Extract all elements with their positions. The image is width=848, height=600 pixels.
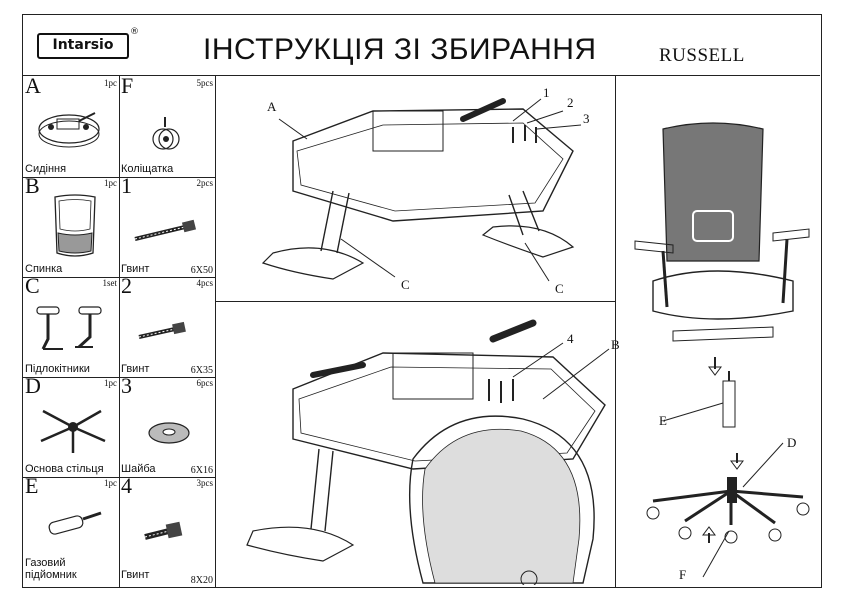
step2-label: B (611, 337, 620, 352)
part-quantity: 1pc (104, 478, 117, 488)
part-quantity: 4pcs (196, 278, 214, 288)
part-letter: F (121, 73, 134, 98)
seat-mechanism-icon (38, 112, 100, 148)
part-name: Гвинт (121, 569, 150, 581)
part-letter: 1 (121, 173, 132, 198)
step1-label: 1 (543, 85, 550, 100)
part-screw-4: 4 3pcs Гвинт 8X20 (119, 473, 215, 587)
model-name: RUSSELL (659, 45, 745, 66)
part-letter: 3 (121, 373, 132, 398)
step2-label: 4 (567, 331, 574, 346)
part-quantity: 1pc (104, 178, 117, 188)
step1-label: A (267, 99, 277, 114)
part-name: Гвинт (121, 263, 150, 275)
part-quantity: 2pcs (196, 178, 214, 188)
step2-illustration (246, 319, 610, 585)
part-letter: C (25, 273, 40, 298)
registered-mark: ® (130, 27, 139, 37)
step3-label: E (659, 413, 667, 428)
short-screw-icon (144, 521, 183, 540)
part-casters: F 5pcs Коліщатка (119, 73, 215, 177)
logo-text: Intarsio (37, 33, 129, 59)
step1-label: 3 (583, 111, 590, 126)
step-divider (215, 301, 615, 302)
step3-label: D (787, 435, 797, 450)
part-seat: A 1pc Сидіння (23, 73, 119, 177)
parts-row-divider (23, 377, 215, 378)
part-screw-2: 2 4pcs Гвинт 6X35 (119, 273, 215, 377)
part-size: 8X20 (190, 575, 213, 586)
part-name: Спинка (25, 263, 63, 275)
part-gas-lift: E 1pc Газовий підйомник (23, 473, 119, 587)
parts-row-divider (23, 477, 215, 478)
part-armrests: C 1set Підлокітники (23, 273, 119, 377)
part-name: Сидіння (25, 163, 67, 175)
parts-panel-divider (215, 75, 216, 587)
gas-lift-icon (48, 511, 102, 535)
part-name: Коліщатка (121, 163, 174, 175)
part-washer: 3 6pcs Шайба 6X16 (119, 373, 215, 477)
step3-divider (615, 75, 616, 587)
part-quantity: 1pc (104, 78, 117, 88)
step1-label: C (555, 281, 564, 296)
brand-logo: Intarsio ® (37, 27, 139, 65)
part-name: Підлокітники (25, 363, 90, 375)
part-size: 6X35 (190, 365, 213, 376)
step1-label: 2 (567, 95, 574, 110)
chair-base-icon (40, 409, 106, 453)
caster-wheel-icon (152, 117, 180, 150)
part-quantity: 1set (102, 278, 118, 288)
backrest-icon (54, 194, 96, 257)
part-quantity: 1pc (104, 378, 117, 388)
part-quantity: 6pcs (196, 378, 214, 388)
part-letter: 2 (121, 273, 132, 298)
part-name: Шайба (121, 463, 156, 475)
step1-label: C (401, 277, 410, 292)
part-letter: E (25, 473, 39, 498)
step3-label: F (679, 567, 687, 582)
parts-column-divider (119, 75, 120, 587)
part-name: Газовий підйомник (25, 557, 77, 581)
step1-illustration (261, 98, 582, 282)
part-letter: D (25, 373, 41, 398)
part-quantity: 5pcs (196, 78, 214, 88)
washer-icon (148, 422, 190, 444)
part-letter: A (25, 73, 41, 98)
step3-illustration (634, 122, 810, 578)
instruction-sheet: Intarsio ® ІНСТРУКЦІЯ ЗІ ЗБИРАННЯ RUSSEL… (22, 14, 822, 588)
part-size: 6X50 (190, 265, 213, 276)
long-screw-icon (134, 219, 197, 241)
part-screw-1: 1 2pcs Гвинт 6X50 (119, 173, 215, 277)
part-letter: 4 (121, 473, 132, 498)
page-title: ІНСТРУКЦІЯ ЗІ ЗБИРАННЯ (203, 33, 597, 66)
armrests-icon (36, 306, 102, 350)
part-size: 6X16 (190, 465, 213, 476)
screw-icon (138, 321, 186, 339)
part-backrest: B 1pc Спинка (23, 173, 119, 277)
part-chair-base: D 1pc Основа стільця (23, 373, 119, 477)
part-letter: B (25, 173, 40, 198)
header-divider (23, 75, 820, 76)
parts-row-divider (23, 177, 215, 178)
parts-row-divider (23, 277, 215, 278)
part-name: Гвинт (121, 363, 150, 375)
part-name: Основа стільця (25, 463, 104, 475)
part-quantity: 3pcs (196, 478, 214, 488)
